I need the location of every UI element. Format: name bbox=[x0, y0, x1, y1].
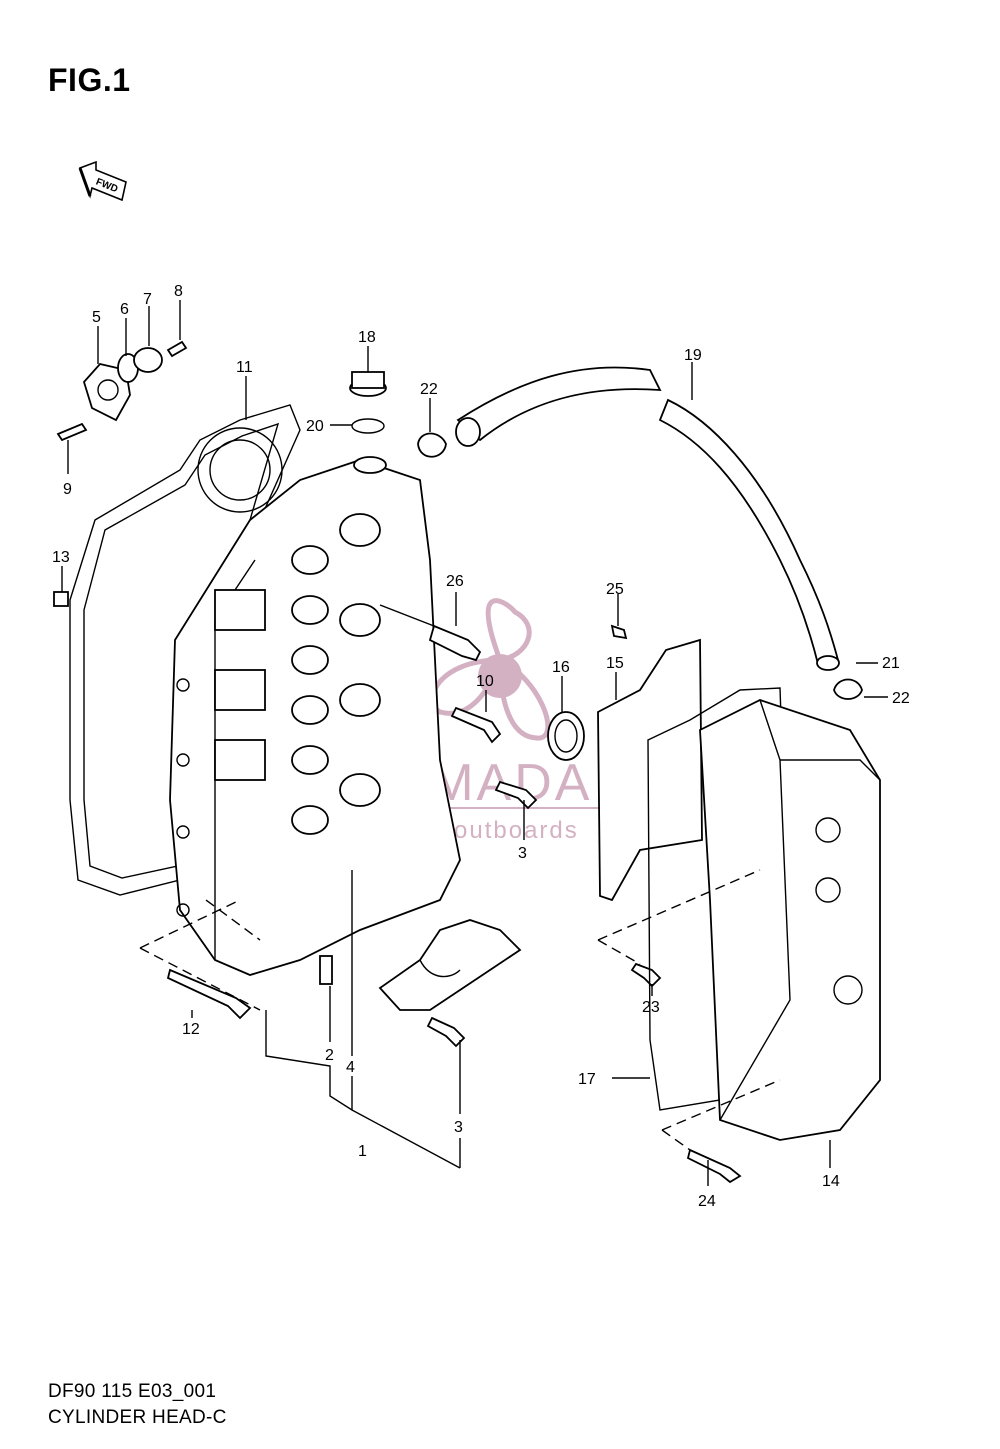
plug-part bbox=[349, 371, 387, 434]
thermostat-cover-part bbox=[56, 340, 188, 442]
seal-part bbox=[547, 711, 585, 761]
cylinder-head-cover-part bbox=[699, 699, 881, 1141]
callout-5: 5 bbox=[92, 309, 101, 326]
callout-3-lower: 3 bbox=[454, 1119, 463, 1136]
sensor-part bbox=[379, 604, 482, 662]
callout-2: 2 bbox=[325, 1047, 334, 1064]
callout-3-upper: 3 bbox=[518, 845, 527, 862]
callout-20: 20 bbox=[306, 418, 324, 435]
diagram-code: DF90 115 E03_001 bbox=[48, 1381, 217, 1402]
bolts bbox=[53, 591, 742, 1184]
callout-22-right: 22 bbox=[892, 690, 910, 707]
callout-4: 4 bbox=[346, 1059, 355, 1076]
hose-clamp-part-2 bbox=[833, 678, 863, 700]
callout-1: 1 bbox=[358, 1143, 367, 1160]
callout-15: 15 bbox=[606, 655, 624, 672]
callout-12: 12 bbox=[182, 1021, 200, 1038]
callout-7: 7 bbox=[143, 291, 152, 308]
callout-8: 8 bbox=[174, 283, 183, 300]
callout-10: 10 bbox=[476, 673, 494, 690]
callout-26: 26 bbox=[446, 573, 464, 590]
callout-17: 17 bbox=[578, 1071, 596, 1088]
figure-title: FIG.1 bbox=[48, 62, 131, 98]
callout-9: 9 bbox=[63, 481, 72, 498]
diagram-name: CYLINDER HEAD-C bbox=[48, 1407, 227, 1428]
callout-25: 25 bbox=[606, 581, 624, 598]
callout-14: 14 bbox=[822, 1173, 840, 1190]
callout-18: 18 bbox=[358, 329, 376, 346]
intake-ports bbox=[291, 513, 381, 835]
callout-24: 24 bbox=[698, 1193, 716, 1210]
callout-22-top: 22 bbox=[420, 381, 438, 398]
callout-19: 19 bbox=[684, 347, 702, 364]
water-hose-part bbox=[455, 366, 840, 671]
callout-6: 6 bbox=[120, 301, 129, 318]
callout-11: 11 bbox=[236, 359, 253, 376]
cam-bracket-part bbox=[378, 919, 522, 1011]
callout-16: 16 bbox=[552, 659, 570, 676]
fwd-arrow-icon: FWD bbox=[78, 160, 127, 202]
callout-23: 23 bbox=[642, 999, 660, 1016]
cylinder-head-part bbox=[169, 456, 461, 976]
hose-clamp-part bbox=[417, 432, 447, 458]
callout-13: 13 bbox=[52, 549, 70, 566]
callout-21: 21 bbox=[882, 655, 900, 672]
leader-lines bbox=[61, 300, 888, 1186]
cover-plate-part bbox=[597, 638, 703, 902]
